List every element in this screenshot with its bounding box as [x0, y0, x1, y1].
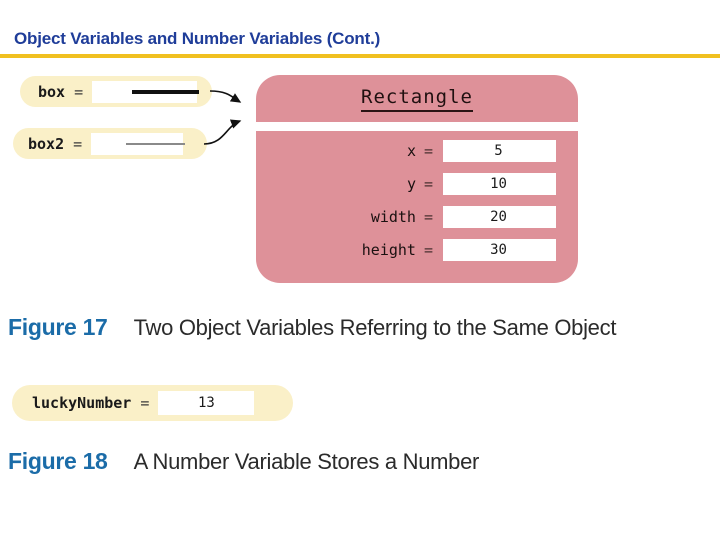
reference-line-box [132, 89, 200, 94]
field-equals-y: = [423, 175, 433, 193]
field-row-x: x = 5 [256, 140, 556, 162]
figure-17-caption: Figure 17 Two Object Variables Referring… [8, 314, 616, 341]
figure-18-label: Figure 18 [8, 448, 108, 474]
arrow-box-to-rectangle [209, 90, 242, 103]
figure-18-caption-text: A Number Variable Stores a Number [133, 449, 480, 474]
field-label-width: width [370, 208, 416, 226]
rectangle-title-band: Rectangle [256, 75, 578, 122]
field-label-y: y [406, 175, 416, 193]
variable-name-box2: box2 [28, 134, 65, 153]
field-row-width: width = 20 [256, 206, 556, 228]
field-value-y: 10 [443, 173, 556, 195]
variable-name-luckynumber: luckyNumber [32, 394, 132, 412]
variable-equals-luckynumber: = [140, 394, 150, 412]
page-title: Object Variables and Number Variables (C… [14, 29, 381, 48]
arrow-box2-to-rectangle [203, 119, 242, 145]
figure-17-diagram: box = box2 = Rectangle x [0, 64, 720, 304]
field-value-x: 5 [443, 140, 556, 162]
field-equals-height: = [423, 241, 433, 259]
variable-box-pill: box = [20, 76, 212, 107]
field-value-height: 30 [443, 239, 556, 261]
field-label-height: height [361, 241, 416, 259]
rectangle-class-name: Rectangle [361, 86, 473, 112]
field-label-x: x [406, 142, 416, 160]
reference-line-box2 [126, 142, 186, 145]
field-row-y: y = 10 [256, 173, 556, 195]
variable-value-slot-box2 [91, 132, 186, 155]
variable-box2-pill: box2 = [13, 128, 207, 159]
field-equals-width: = [423, 208, 433, 226]
figure-18-diagram: luckyNumber = 13 [0, 380, 720, 428]
title-divider [0, 54, 720, 58]
rectangle-object-box: Rectangle x = 5 y = 10 width = 20 height… [256, 75, 578, 283]
field-equals-x: = [423, 142, 433, 160]
variable-value-slot-box [92, 80, 200, 103]
figure-17-label: Figure 17 [8, 314, 108, 340]
figure-18-caption: Figure 18 A Number Variable Stores a Num… [8, 448, 479, 475]
variable-value-luckynumber: 13 [158, 391, 255, 415]
figure-17-caption-text: Two Object Variables Referring to the Sa… [133, 315, 617, 340]
variable-equals-box2: = [73, 134, 83, 153]
rectangle-title-separator [256, 122, 578, 131]
field-value-width: 20 [443, 206, 556, 228]
rectangle-fields-list: x = 5 y = 10 width = 20 height = 30 [256, 131, 578, 271]
variable-equals-box: = [74, 82, 84, 101]
field-row-height: height = 30 [256, 239, 556, 261]
variable-luckynumber-pill: luckyNumber = 13 [12, 385, 293, 421]
variable-name-box: box [38, 82, 66, 101]
